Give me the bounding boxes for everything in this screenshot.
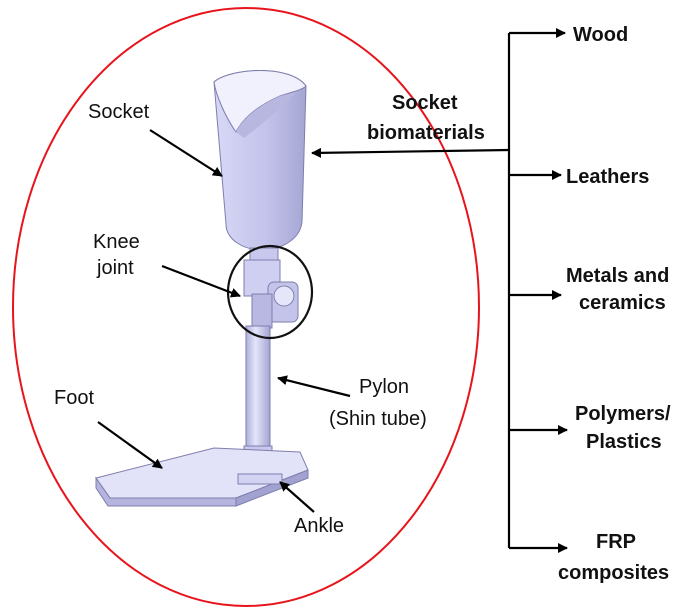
material-polymers-line1: Polymers/	[575, 403, 671, 425]
label-pylon-line2: (Shin tube)	[329, 408, 427, 430]
foot-shape	[95, 445, 309, 507]
arrow-foot	[97, 421, 163, 469]
material-frp-line1: FRP	[596, 531, 636, 553]
heading-line1: Socket	[392, 92, 458, 114]
label-knee-line2: joint	[96, 257, 134, 279]
label-pylon-line1: Pylon	[359, 376, 409, 398]
arrow-socket	[149, 129, 223, 177]
material-frp-line2: composites	[558, 562, 669, 584]
arrow-to-socket	[311, 147, 510, 158]
material-polymers-line2: Plastics	[586, 431, 662, 453]
socket-shape	[213, 70, 307, 251]
enclosing-ellipse	[12, 7, 480, 607]
arrow-pylon	[277, 375, 351, 398]
material-metals-line1: Metals and	[566, 265, 669, 287]
arrow-ankle	[279, 481, 315, 513]
material-wood: Wood	[573, 24, 628, 46]
prosthesis-illustration	[95, 70, 309, 507]
knee-joint-shape	[243, 247, 299, 329]
material-metals-line2: ceramics	[579, 292, 666, 314]
label-knee-line1: Knee	[93, 231, 140, 253]
label-ankle: Ankle	[294, 515, 344, 537]
label-socket: Socket	[88, 101, 150, 123]
label-foot: Foot	[54, 387, 94, 409]
heading-line2: biomaterials	[367, 122, 485, 144]
pylon-shape	[245, 325, 271, 451]
material-leathers: Leathers	[566, 166, 649, 188]
arrow-knee	[161, 264, 241, 298]
